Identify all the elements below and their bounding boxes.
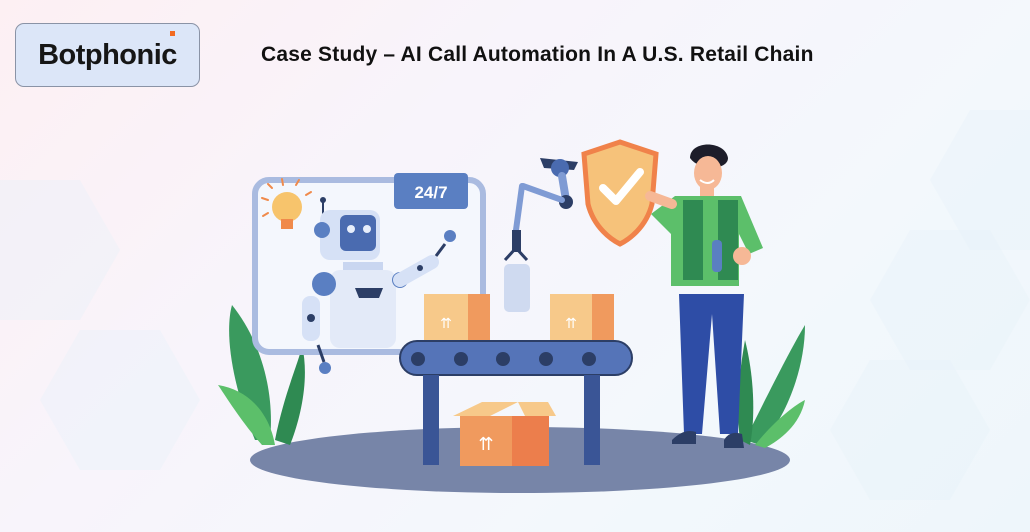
logo-text: Botphonic [38, 38, 177, 71]
conveyor-belt [399, 340, 633, 465]
plant-left-icon [218, 305, 305, 445]
logo-accent-dot [170, 31, 175, 36]
badge-24-7-text: 24/7 [414, 183, 447, 202]
worker-icon [645, 144, 763, 448]
page-title: Case Study – AI Call Automation In A U.S… [261, 43, 814, 66]
svg-text:⇈: ⇈ [478, 434, 493, 455]
svg-text:⇈: ⇈ [440, 316, 452, 332]
open-box-icon: ⇈ [453, 402, 556, 466]
robot-icon [302, 197, 456, 374]
badge-24-7 [394, 173, 468, 209]
bg-hexagon [870, 230, 1030, 370]
robotic-arm-icon [503, 158, 578, 312]
box-2-icon: ⇈ [550, 294, 614, 340]
box-1-icon: ⇈ [424, 294, 490, 340]
brand-logo[interactable]: Botphonic [15, 23, 200, 87]
bg-hexagon [40, 330, 200, 470]
bg-hexagon [830, 360, 990, 500]
shield-check-icon [581, 139, 659, 247]
plant-right-icon [737, 325, 805, 448]
lightbulb-icon [261, 178, 312, 229]
svg-text:⇈: ⇈ [565, 316, 577, 332]
